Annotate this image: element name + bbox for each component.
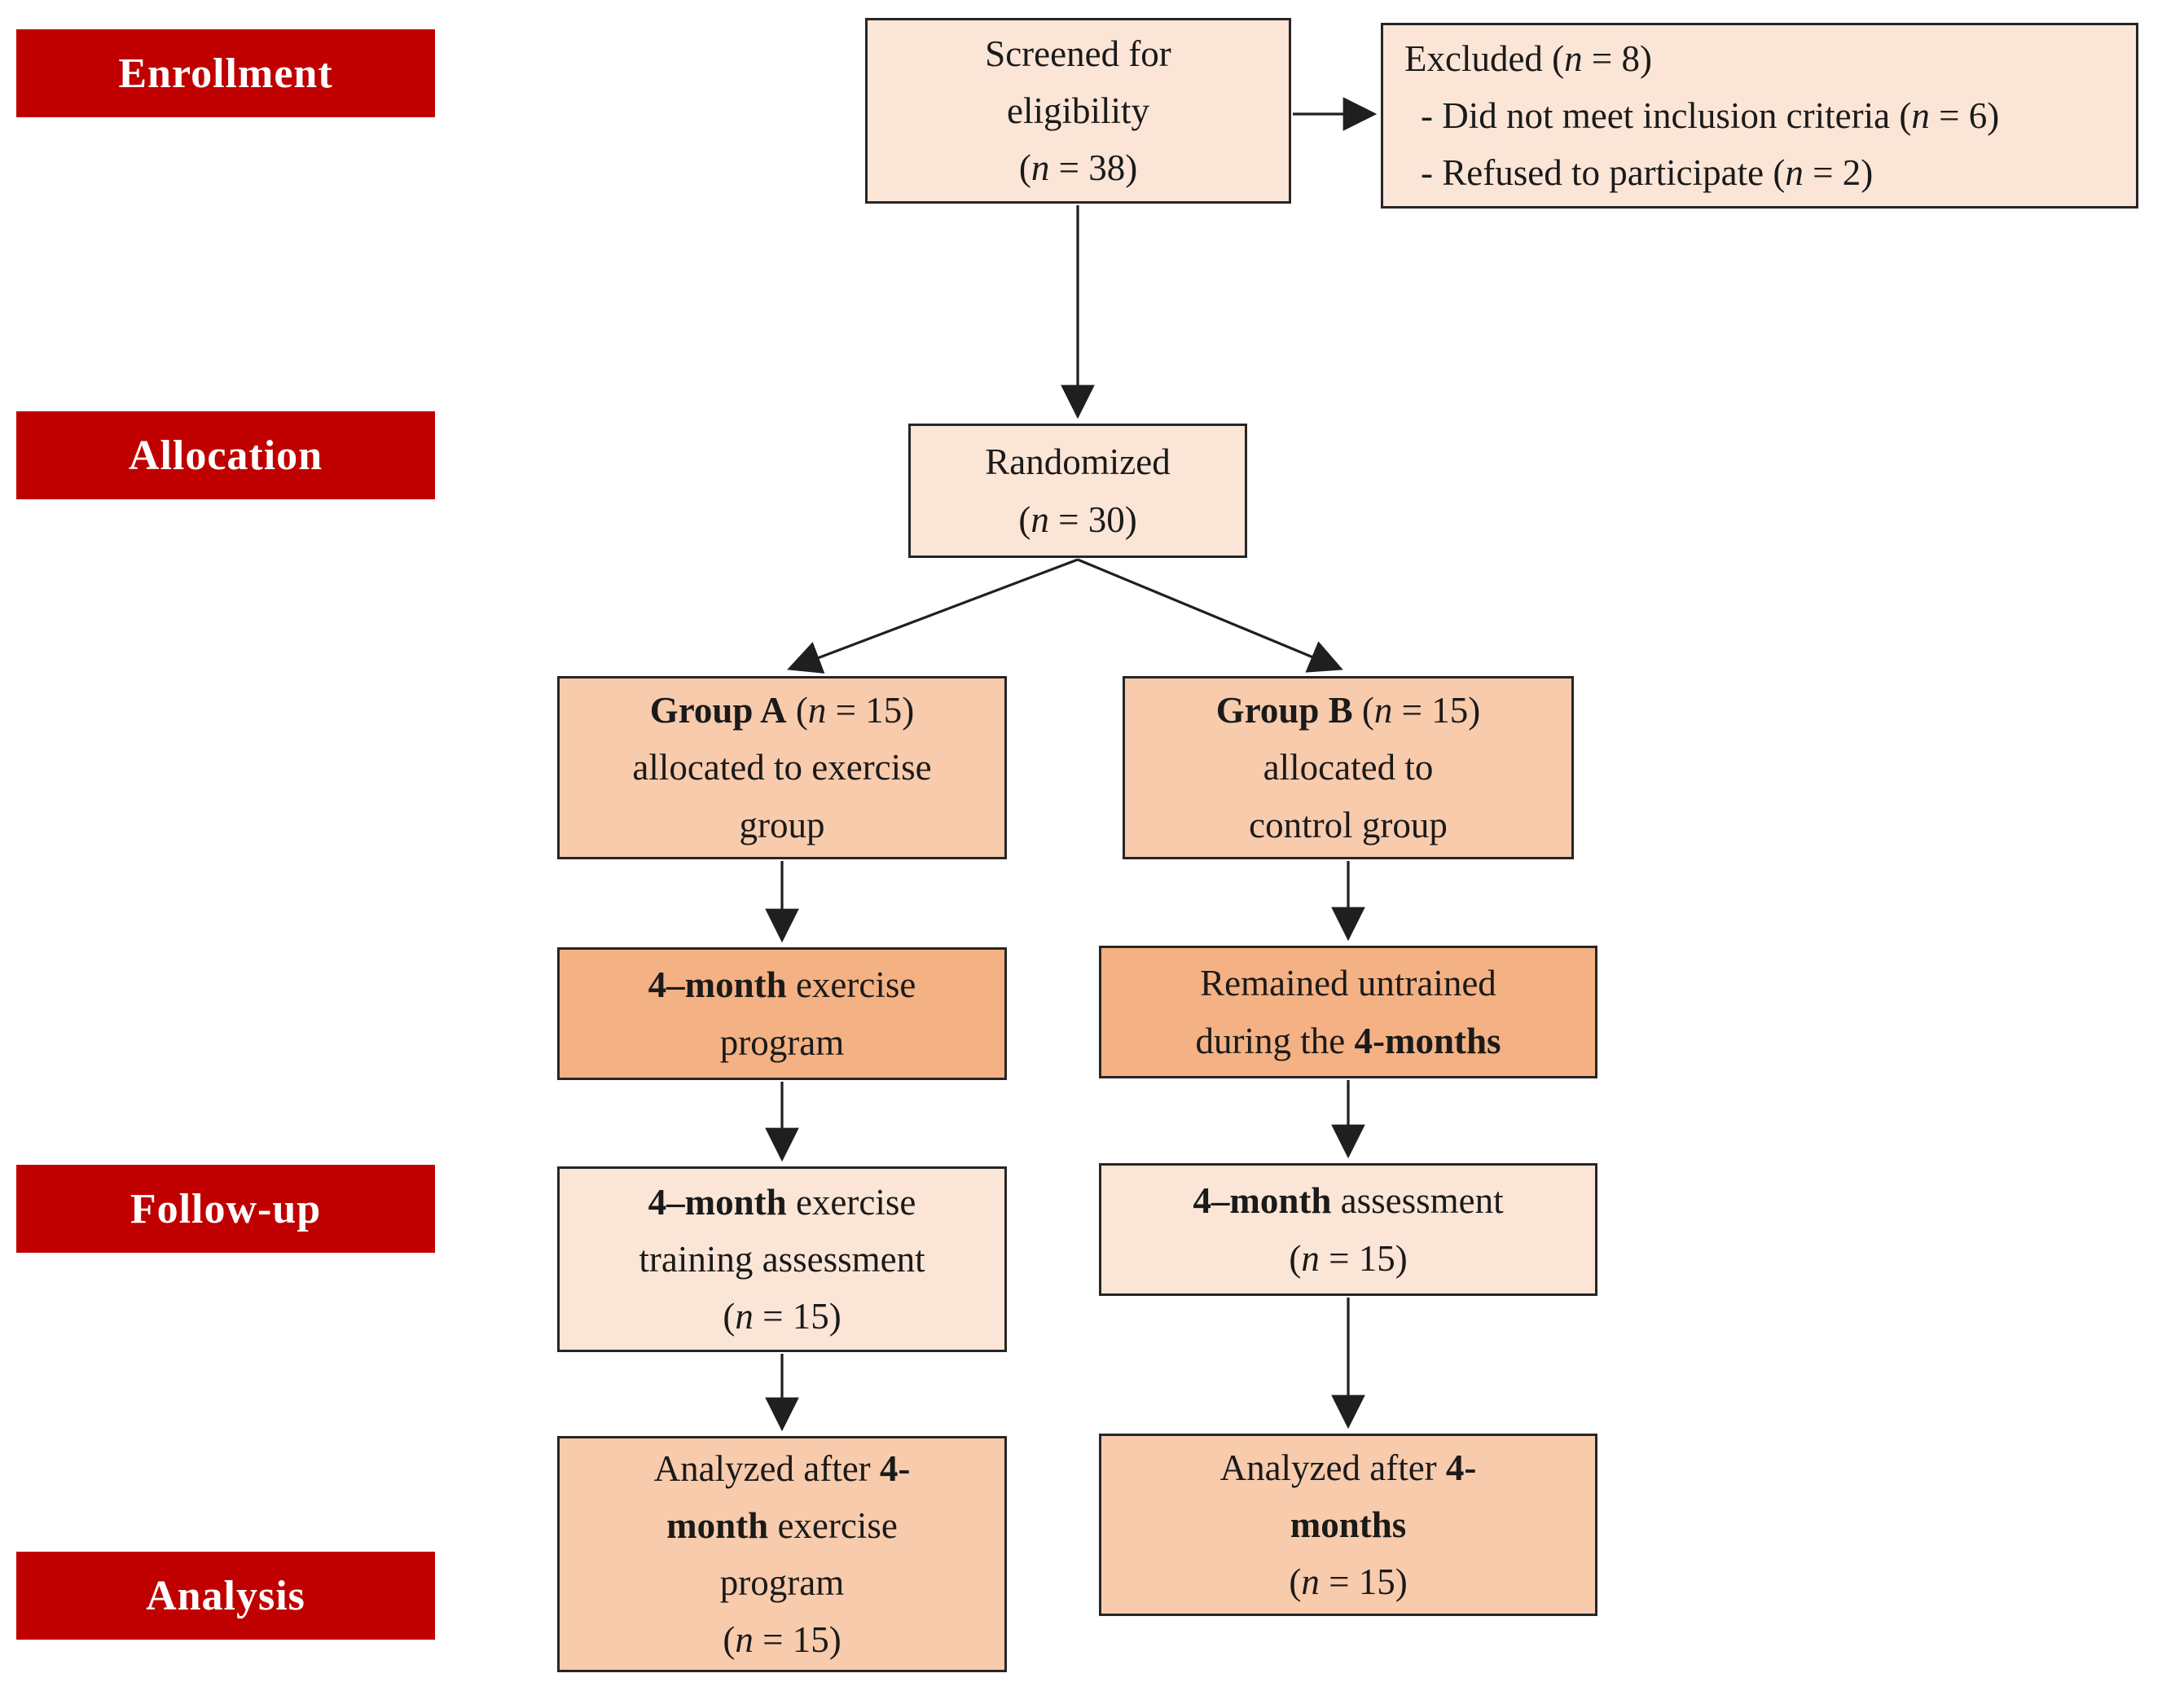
excluded-box: Excluded (n = 8)- Did not meet inclusion… — [1381, 23, 2138, 209]
followup-assessment-b-box: 4–month assessment(n = 15) — [1099, 1163, 1597, 1296]
randomized-box: Randomized(n = 30) — [908, 424, 1247, 558]
arrow-randomized-to-group-b — [1077, 558, 1343, 673]
stage-label-allocation: Allocation — [16, 411, 435, 499]
stage-label-analysis: Analysis — [16, 1552, 435, 1640]
stage-label-enrollment: Enrollment — [16, 29, 435, 117]
stage-label-followup: Follow-up — [16, 1165, 435, 1253]
analyzed-b-box: Analyzed after 4-months(n = 15) — [1099, 1434, 1597, 1616]
arrow-randomized-to-group-a — [787, 558, 1079, 674]
